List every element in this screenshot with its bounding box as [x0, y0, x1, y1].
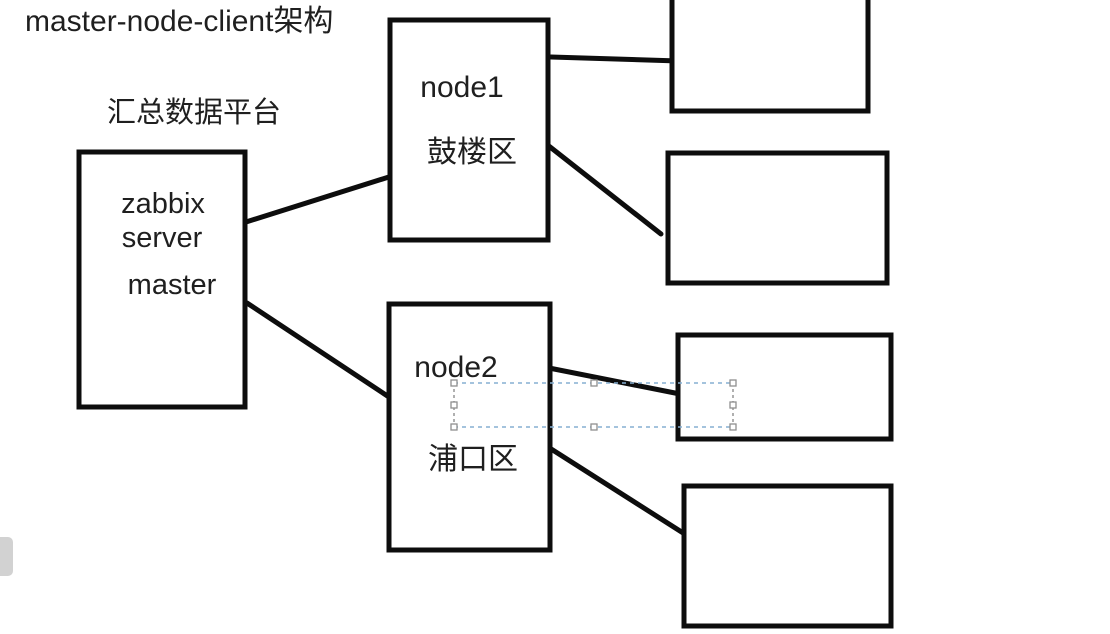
master-box[interactable]	[76, 149, 248, 410]
client-box-2[interactable]	[665, 150, 890, 286]
master-box-label-line2[interactable]: server	[122, 222, 203, 254]
client-box-4[interactable]	[681, 483, 894, 629]
selection-handle-middle-left[interactable]	[450, 401, 458, 409]
selection-handle-top-middle[interactable]	[590, 379, 598, 387]
node1-box-name[interactable]: node1	[420, 71, 503, 104]
connector-node2-to-client4[interactable]	[545, 444, 694, 541]
connector-node1-to-client2[interactable]	[542, 140, 664, 237]
client-box-1[interactable]	[669, 0, 871, 114]
diagram-title[interactable]: master-node-client架构	[25, 5, 333, 38]
selection-handle-top-left[interactable]	[450, 379, 458, 387]
selection-handle-bottom-left[interactable]	[450, 423, 458, 431]
selection-handle-middle-right[interactable]	[729, 401, 737, 409]
connector-node1-to-client1[interactable]	[548, 54, 682, 64]
selection-handle-top-right[interactable]	[729, 379, 737, 387]
node2-box-region[interactable]: 浦口区	[428, 443, 518, 476]
side-tab-handle[interactable]	[0, 537, 13, 576]
connector-node2-to-client3[interactable]	[546, 365, 683, 397]
master-box-label-line1[interactable]: zabbix	[121, 188, 205, 220]
selection-marquee[interactable]	[450, 379, 737, 431]
node1-box-region[interactable]: 鼓楼区	[427, 136, 517, 169]
selection-handle-bottom-middle[interactable]	[590, 423, 598, 431]
master-box-label-line3[interactable]: master	[128, 269, 217, 301]
node2-box[interactable]	[386, 301, 553, 553]
platform-label[interactable]: 汇总数据平台	[107, 96, 281, 129]
selection-handle-bottom-right[interactable]	[729, 423, 737, 431]
connector-master-to-node2[interactable]	[244, 300, 395, 402]
client-box-3[interactable]	[675, 332, 894, 442]
node2-box-name[interactable]: node2	[414, 351, 497, 384]
connector-master-to-node1[interactable]	[243, 173, 395, 225]
node1-box[interactable]	[387, 17, 551, 243]
